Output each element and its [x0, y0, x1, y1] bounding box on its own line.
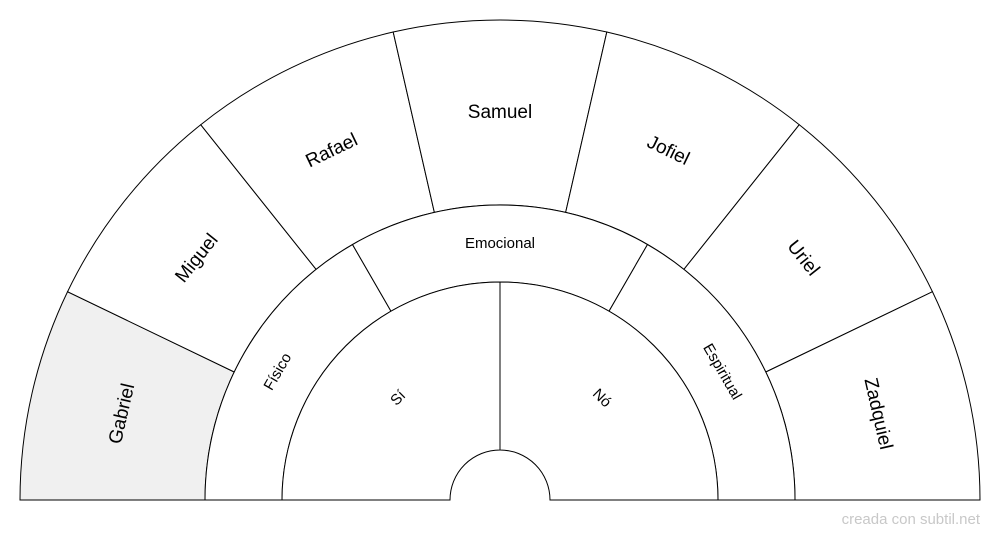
- outer-label-samuel: Samuel: [468, 102, 532, 123]
- inner-segment-si[interactable]: [281, 281, 501, 501]
- inner-segment-no[interactable]: [499, 281, 719, 501]
- middle-label-emocional: Emocional: [465, 235, 535, 252]
- credit-text: creada con subtil.net: [841, 511, 980, 528]
